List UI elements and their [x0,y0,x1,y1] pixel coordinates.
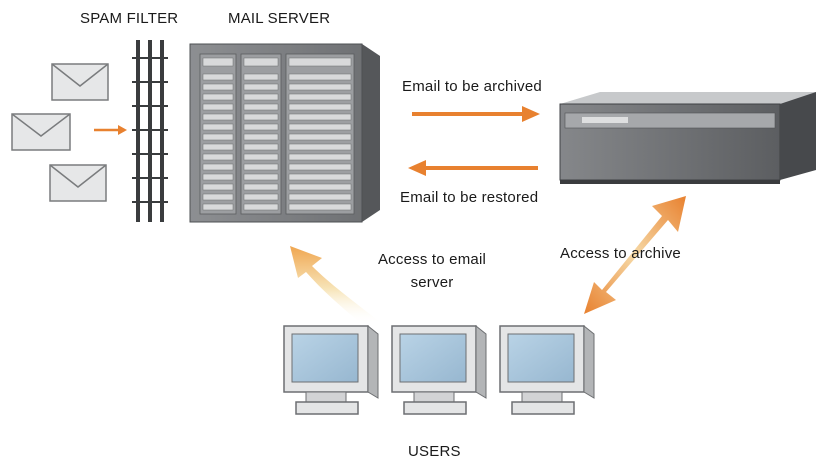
archive-appliance-icon [559,92,816,184]
envelope-icon [51,63,109,101]
email-archived-label: Email to be archived [402,78,542,95]
incoming-mail-arrow [94,125,127,135]
access-archive-label: Access to archive [560,245,681,262]
user-computer-icon [391,324,487,415]
spam-filter-grid-icon [132,40,168,222]
users-label: USERS [408,443,461,460]
email-restored-arrow [408,160,538,176]
envelope-icon [11,113,71,151]
access-archive-arrow [584,196,686,314]
access-email-server-arrow [290,246,380,324]
email-restored-label: Email to be restored [400,189,539,206]
user-computer-icon [283,324,379,415]
user-computer-icon [499,324,595,415]
access-email-label-line1: Access to email [377,251,487,268]
mail-server-icon [189,43,380,223]
email-archived-arrow [412,106,540,122]
access-email-label-line2: server [410,274,454,291]
spam-filter-label: SPAM FILTER [80,10,179,27]
envelope-icon [49,164,107,202]
mail-server-label: MAIL SERVER [228,10,331,27]
